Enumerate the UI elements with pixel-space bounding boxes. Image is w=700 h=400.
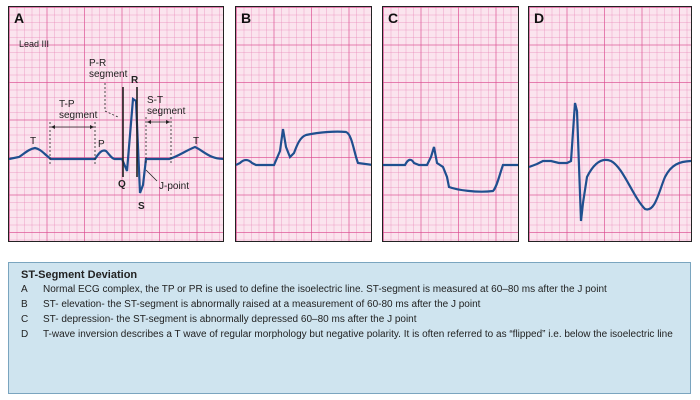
- ecg-panel-b-svg: [236, 128, 371, 167]
- ecg-trace-b: [236, 128, 371, 167]
- legend-text: ST- elevation- the ST-segment is abnorma…: [43, 299, 481, 310]
- label-q: Q: [118, 179, 126, 190]
- legend-text: ST- depression- the ST-segment is abnorm…: [43, 314, 417, 325]
- j-point-pointer: [145, 169, 158, 182]
- ecg-panel-d: D: [528, 6, 692, 242]
- ecg-trace-c: [383, 146, 518, 193]
- legend-box: ST-Segment Deviation A Normal ECG comple…: [8, 262, 691, 394]
- legend-key: B: [21, 299, 28, 310]
- legend-key: A: [21, 284, 28, 295]
- ecg-panel-c: C: [382, 6, 519, 242]
- legend-key: D: [21, 329, 29, 340]
- lead-label: Lead III: [19, 39, 49, 49]
- st-arrowhead-right: [166, 120, 170, 124]
- st-arrowhead-left: [147, 120, 151, 124]
- legend-item: B ST- elevation- the ST-segment is abnor…: [21, 299, 682, 311]
- pr-segment-pointer: [104, 83, 119, 118]
- label-s: S: [138, 201, 145, 212]
- legend-text: Normal ECG complex, the TP or PR is used…: [43, 284, 607, 295]
- ecg-panel-b: B: [235, 6, 372, 242]
- panel-letter-a: A: [14, 10, 25, 26]
- legend-title: ST-Segment Deviation: [21, 269, 138, 281]
- ecg-panel-d-svg: [529, 102, 691, 222]
- ecg-trace-a: [9, 97, 223, 194]
- tp-arrowhead-right: [90, 125, 94, 129]
- legend-text: T-wave inversion describes a T wave of r…: [43, 329, 673, 340]
- panel-letter-d: D: [534, 10, 545, 26]
- legend-item: A Normal ECG complex, the TP or PR is us…: [21, 284, 682, 296]
- label-r: R: [131, 75, 139, 86]
- panel-letter-c: C: [388, 10, 399, 26]
- ecg-trace-d: [529, 102, 691, 222]
- tp-arrowhead-left: [51, 125, 55, 129]
- legend-item: C ST- depression- the ST-segment is abno…: [21, 314, 682, 326]
- label-p: P: [98, 139, 105, 150]
- label-t-left: T: [30, 136, 36, 147]
- legend-item: D T-wave inversion describes a T wave of…: [21, 329, 682, 341]
- label-t-right: T: [193, 136, 199, 147]
- ecg-panel-c-svg: [383, 146, 518, 193]
- legend-key: C: [21, 314, 29, 325]
- label-j-point: J-point: [159, 181, 189, 192]
- panel-letter-b: B: [241, 10, 252, 26]
